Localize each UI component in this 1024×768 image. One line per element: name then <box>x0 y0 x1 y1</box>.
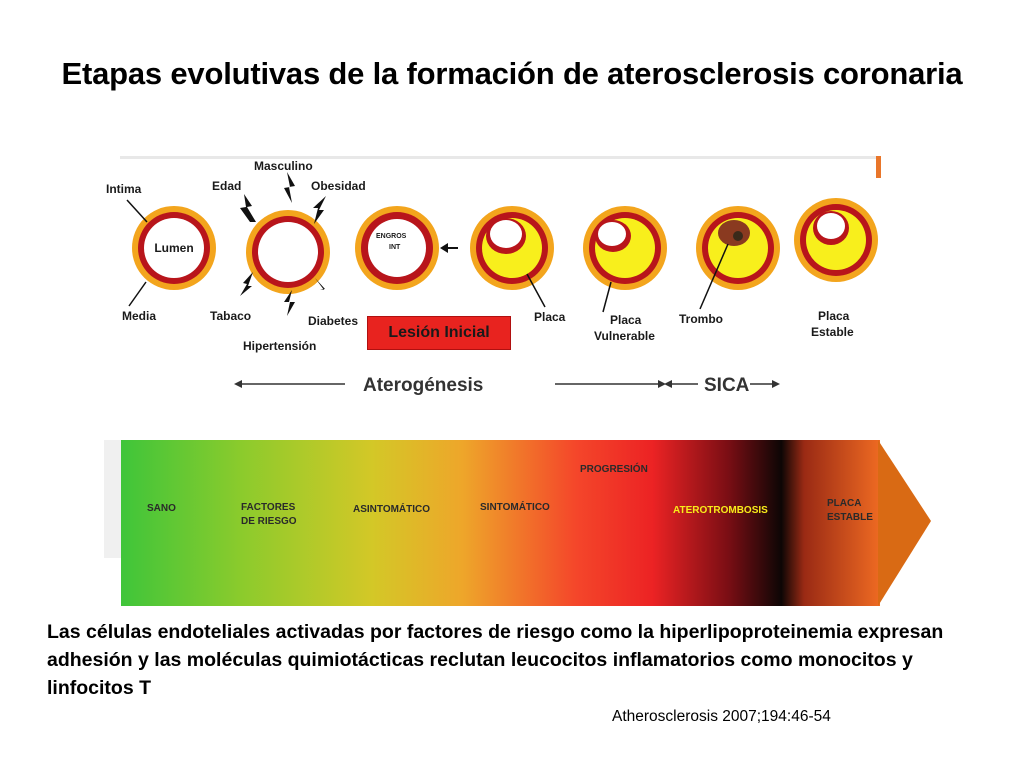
vessel-vulnerable-plaque <box>583 206 667 290</box>
stage-sintomatico: SINTOMÁTICO <box>480 500 550 513</box>
lesion-inicial-badge: Lesión Inicial <box>367 316 511 350</box>
vessel-plaque <box>470 206 554 290</box>
engros-label: ENGROS <box>376 233 407 240</box>
stage-asintomatico: ASINTOMÁTICO <box>353 502 430 515</box>
stage-placa-estable-2: ESTABLE <box>827 512 873 523</box>
stage-sano: SANO <box>147 503 176 514</box>
intima-label: Intima <box>106 182 142 196</box>
progression-band <box>121 440 880 606</box>
top-panel-border <box>120 156 880 159</box>
stage-aterotrombosis: ATEROTROMBOSIS <box>673 505 768 516</box>
sica-label: SICA <box>704 375 750 396</box>
aterogenesis-label: Aterogénesis <box>363 375 483 396</box>
arrow-left-icon <box>440 243 458 253</box>
top-panel-accent <box>876 156 881 178</box>
reference-citation: Atherosclerosis 2007;194:46-54 <box>612 708 831 725</box>
diabetes-label: Diabetes <box>308 314 358 328</box>
placa-estable-label-1: Placa <box>818 309 850 323</box>
progression-arrow-head <box>878 440 931 606</box>
vessel-thrombus <box>696 206 780 290</box>
placa-vulnerable-label-2: Vulnerable <box>594 329 655 343</box>
vessel-intimal-thickening: ENGROS INT <box>355 206 439 290</box>
vessel-normal: Lumen <box>132 206 216 290</box>
vessel-risk-factors <box>246 210 330 294</box>
media-label: Media <box>122 309 156 323</box>
caption-text: Las células endoteliales activadas por f… <box>47 621 944 699</box>
placa-label: Placa <box>534 310 566 324</box>
obesidad-label: Obesidad <box>311 179 366 193</box>
stage-factores-1: FACTORES <box>241 502 296 513</box>
placa-vulnerable-label-1: Placa <box>610 313 642 327</box>
stage-placa-estable-1: PLACA <box>827 498 861 509</box>
edad-label: Edad <box>212 179 241 193</box>
stage-factores-2: DE RIESGO <box>241 516 297 527</box>
timeline-arrows <box>234 380 780 388</box>
hipertension-label: Hipertensión <box>243 339 316 353</box>
masculino-label: Masculino <box>254 159 313 173</box>
vessel-stable-plaque <box>794 198 878 282</box>
tabaco-label: Tabaco <box>210 309 251 323</box>
progression-band-shadow <box>104 440 124 558</box>
engros-int-label: INT <box>389 244 401 251</box>
placa-estable-label-2: Estable <box>811 325 854 339</box>
lightning-icons <box>240 172 330 316</box>
lumen-label: Lumen <box>154 241 193 255</box>
stage-progresion: PROGRESIÓN <box>580 462 648 475</box>
trombo-label: Trombo <box>679 312 723 326</box>
slide-title: Etapas evolutivas de la formación de ate… <box>61 56 963 91</box>
